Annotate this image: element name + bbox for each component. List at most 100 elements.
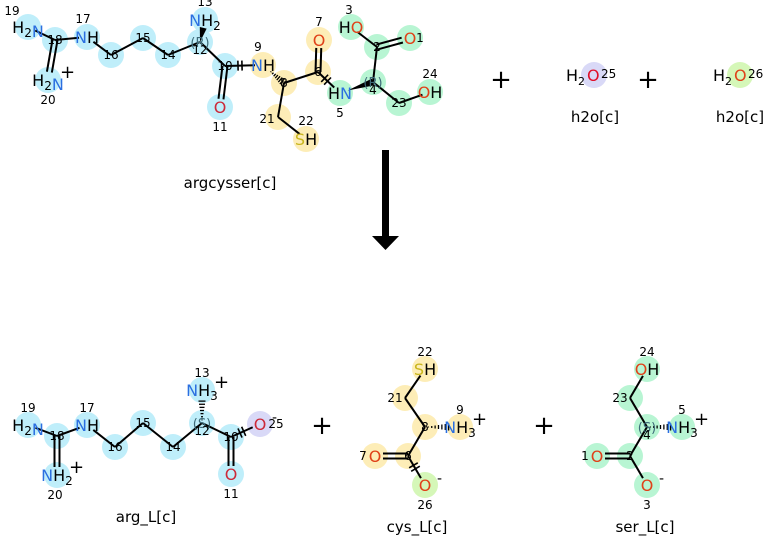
atom-highlight (412, 472, 438, 498)
atom-label: O (404, 29, 417, 48)
hash-bond (277, 77, 283, 83)
single-bond (277, 116, 301, 135)
atom-highlight (584, 443, 610, 469)
product-name-ser-l: ser_L[c] (615, 518, 674, 537)
atom-index: 20 (47, 488, 62, 502)
product-name-cys-l: cys_L[c] (387, 518, 448, 537)
atom-label: O (254, 415, 267, 434)
atom-highlight (293, 126, 319, 152)
atom-highlight (189, 377, 215, 403)
atom-index: 22 (298, 114, 313, 128)
single-bond (199, 41, 226, 67)
atom-label: H2N (32, 71, 64, 94)
single-bond (277, 82, 285, 118)
atom-index: 2 (626, 449, 634, 463)
atom-index: 25 (268, 417, 283, 431)
atom-label: O (313, 31, 326, 50)
plus-sign: + (637, 65, 659, 95)
water-o: O (734, 66, 747, 85)
cleaved-bond-mark (237, 428, 243, 438)
atom-highlight (74, 412, 100, 438)
water-molecule-1: H 2 O 25 (566, 62, 616, 88)
double-bond (377, 41, 404, 51)
atom-label: O (214, 98, 227, 117)
bonds (34, 27, 672, 479)
atom-highlight (192, 7, 218, 33)
atom-labels: H2N1918H2N+20NH17161514(R)12NH21310O11NH… (4, 0, 709, 512)
atom-highlight (15, 412, 41, 438)
atom-index: 21 (259, 112, 274, 126)
atom-index: 14 (160, 48, 175, 62)
atom-highlight (669, 414, 695, 440)
atom-highlight (417, 79, 443, 105)
single-bond (356, 31, 378, 48)
wedge-bond (347, 78, 375, 91)
double-bond (319, 48, 323, 73)
atom-index: 6 (404, 449, 412, 463)
hash-bond (271, 72, 274, 75)
atom-index: 22 (417, 345, 432, 359)
single-bond (142, 422, 174, 448)
atom-index: 3 (643, 498, 651, 512)
reactant-name-argcysser: argcysser[c] (184, 174, 277, 192)
single-bond (201, 422, 232, 438)
atom-highlight (634, 356, 660, 382)
atom-label: O (591, 447, 604, 466)
atom-label: NH3 (444, 418, 476, 440)
atom-index: 18 (49, 429, 64, 443)
atom-index: 23 (391, 96, 406, 110)
atom-index: 9 (254, 40, 262, 54)
single-bond (172, 422, 203, 448)
atom-highlight (35, 67, 61, 93)
atom-label: OH (418, 83, 443, 102)
single-bond (114, 422, 144, 448)
single-bond (35, 426, 58, 437)
atom-label: H2N (12, 18, 44, 41)
cleaved-bond-mark (323, 76, 332, 86)
cleaved-bond-mark (240, 426, 247, 437)
atom-highlight (306, 27, 332, 53)
atom-highlight (15, 14, 41, 40)
atom-index: 6 (314, 65, 322, 79)
charge-label: + (60, 62, 75, 83)
atom-highlight (338, 14, 364, 40)
atom-label: O (641, 476, 654, 495)
atom-label: O (225, 465, 238, 484)
atom-highlight (634, 472, 660, 498)
atom-index: 4 (369, 83, 377, 97)
single-bond (629, 397, 648, 428)
single-bond (629, 375, 644, 399)
atom-index: 1 (416, 31, 424, 45)
atom-index: 24 (639, 345, 654, 359)
atom-label: H2N (12, 416, 44, 439)
hash-bond (274, 74, 279, 79)
water-o: O (587, 66, 600, 85)
double-bond (45, 39, 54, 72)
atom-index: 16 (107, 440, 122, 454)
charge-label: + (694, 409, 709, 430)
atom-label: NH (251, 56, 275, 75)
single-bond (407, 455, 422, 479)
plus-sign: + (533, 411, 555, 441)
reactant-name-h2o-1: h2o[c] (571, 108, 619, 126)
hash-bond (276, 75, 281, 81)
atom-index: 20 (40, 93, 55, 107)
atom-index: 9 (456, 403, 464, 417)
stereo-label: (R) (190, 36, 209, 51)
single-bond (230, 426, 254, 438)
atom-highlight (218, 461, 244, 487)
atom-label: NH2 (41, 466, 73, 488)
double-bond (222, 66, 229, 100)
charge-label: + (214, 372, 229, 393)
atom-index: 5 (678, 403, 686, 417)
stereo-label: (R) (363, 76, 382, 91)
atom-index: 16 (103, 48, 118, 62)
atom-highlight (397, 25, 423, 51)
single-bond (92, 40, 112, 56)
atom-highlight (74, 24, 100, 50)
charge-label: - (659, 471, 664, 487)
atom-index: 3 (345, 3, 353, 17)
atom-index: 26 (748, 67, 763, 81)
atom-highlights (15, 7, 695, 498)
